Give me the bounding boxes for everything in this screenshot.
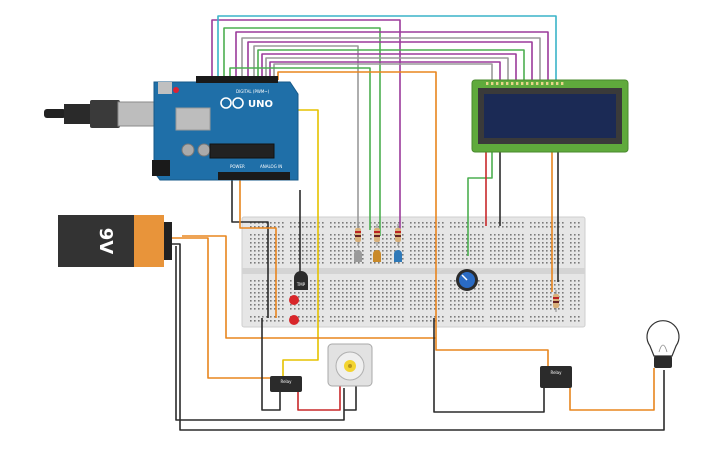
red-button-2	[289, 315, 299, 325]
dc-motor	[327, 343, 373, 387]
resistor-4	[553, 290, 559, 312]
wire-purple-1	[211, 19, 401, 236]
wire-green-1	[223, 27, 381, 236]
resistor-2	[374, 224, 380, 246]
wire-gray-3	[265, 57, 509, 80]
relay-1-label: Relay	[281, 379, 293, 384]
wire-black-gnd	[231, 180, 269, 318]
relay-1: Relay	[270, 376, 302, 392]
wire-black-relay2	[433, 318, 545, 413]
wire-cyan-1	[217, 15, 557, 80]
arduino-digital-label: DIGITAL (PWM~)	[236, 89, 270, 94]
resistor-3	[395, 224, 401, 246]
leds	[354, 250, 402, 262]
wire-black-battery-2	[175, 246, 345, 421]
wire-orange-relay2	[277, 71, 549, 366]
potentiometer	[456, 269, 478, 291]
breadboard	[241, 216, 586, 328]
resistors	[355, 224, 559, 312]
wire-green-3	[229, 67, 371, 230]
led-gray	[354, 250, 362, 262]
wire-purple-5	[269, 61, 501, 80]
arduino-model-label: UNO	[248, 99, 273, 110]
arduino-power-label: POWER	[230, 164, 245, 169]
lcd-pins	[486, 82, 564, 85]
battery-label: 9V	[95, 228, 116, 255]
led-blue	[394, 250, 402, 262]
wires	[170, 15, 665, 431]
lcd-display	[471, 79, 629, 153]
wire-orange-5v	[239, 180, 277, 318]
wire-purple-2	[235, 31, 549, 80]
wire-orange-battery	[170, 237, 270, 379]
wire-purple-4	[261, 53, 517, 80]
arduino-logo-icon	[220, 97, 244, 109]
wire-orange-battery-2	[182, 235, 436, 339]
wire-orange-lamp	[569, 368, 655, 411]
wire-green-2	[257, 49, 525, 80]
wire-purple-3	[247, 41, 533, 80]
wire-green-lcd	[467, 152, 493, 256]
wire-gray-2	[253, 45, 359, 236]
arduino-uno: UNO DIGITAL (PWM~) POWER ANALOG IN	[152, 76, 299, 181]
resistor-1	[355, 224, 361, 246]
wire-gray-1	[241, 37, 541, 80]
wire-gray-4	[273, 63, 493, 80]
temp-sensor-label: TMP	[296, 282, 306, 287]
breadboard-holes	[250, 222, 580, 322]
arduino-analog-label: ANALOG IN	[260, 164, 282, 169]
battery-9v: 9V	[58, 215, 172, 267]
led-orange	[373, 250, 381, 262]
red-button-1	[289, 295, 299, 305]
light-bulb	[646, 320, 680, 368]
usb-cable	[44, 100, 159, 128]
wire-black-battery	[172, 243, 665, 431]
relay-2: Relay	[540, 366, 572, 388]
temperature-sensor: TMP	[294, 271, 308, 290]
wire-black-motor	[344, 384, 357, 411]
wire-black-relay1	[261, 318, 281, 411]
relay-2-label: Relay	[551, 370, 563, 375]
wire-red-motor	[297, 384, 341, 411]
